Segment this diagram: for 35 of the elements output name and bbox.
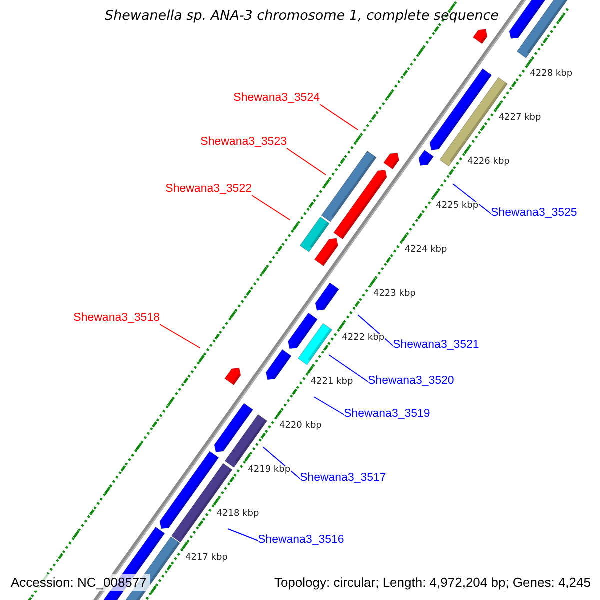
leader-line: [252, 195, 290, 220]
scale-label: 4228 kbp: [530, 70, 573, 80]
gene-label: Shewana3_3519: [344, 409, 430, 420]
scale-label: 4219 kbp: [248, 466, 291, 475]
gene-label: Shewana3_3517: [300, 473, 386, 484]
gene-label: Shewana3_3516: [258, 535, 344, 546]
gene-label: Shewana3_3518: [74, 313, 160, 324]
scale-label: 4225 kbp: [436, 202, 479, 212]
gene-label: Shewana3_3523: [200, 137, 287, 148]
leader-line: [320, 104, 358, 130]
scale-label: 4218 kbp: [216, 510, 260, 519]
gene-label: Shewana3_3520: [368, 376, 454, 388]
leader-line: [358, 314, 394, 346]
leader-line: [314, 396, 344, 416]
leader-line: [160, 324, 200, 348]
leader-line: [452, 184, 492, 214]
gene-label: Shewana3_3524: [234, 93, 320, 104]
scale-label: 4221 kbp: [310, 378, 354, 387]
gene-label: Shewana3_3521: [393, 340, 480, 352]
accession-label: Accession: NC_008577: [8, 574, 150, 591]
scale-label: 4224 kbp: [404, 246, 448, 256]
map-title: Shewanella sp. ANA-3 chromosome 1, complete sequence: [105, 10, 499, 24]
gene-label: Shewana3_3525: [491, 208, 578, 220]
leader-line: [286, 148, 326, 176]
scale-label: 4227 kbp: [498, 114, 542, 124]
gene-label: Shewana3_3522: [166, 184, 252, 196]
leader-line: [262, 446, 300, 480]
scale-label: 4220 kbp: [279, 422, 322, 431]
sequence-info-label: Topology: circular; Length: 4,972,204 bp; Genes: 4,245: [274, 576, 591, 589]
scale-label: 4223 kbp: [373, 290, 416, 300]
scale-label: 4226 kbp: [467, 158, 510, 168]
scale-label: 4217 kbp: [185, 554, 228, 563]
scale-label: 4222 kbp: [342, 334, 385, 344]
leader-line: [228, 528, 258, 542]
leader-line: [328, 354, 368, 382]
